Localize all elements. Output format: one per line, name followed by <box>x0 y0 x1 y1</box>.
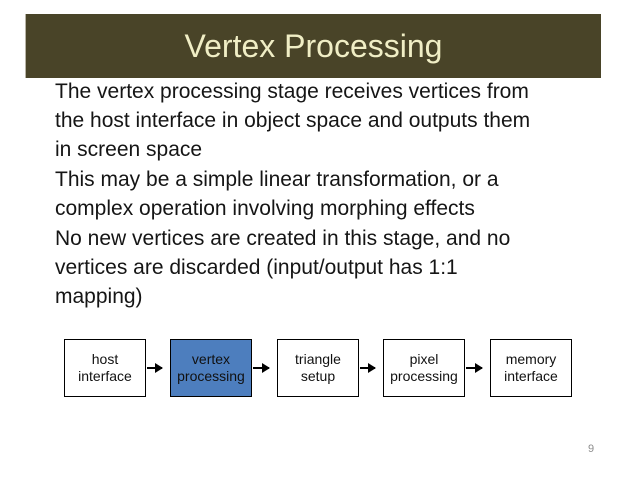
pipeline-arrow-right-icon <box>253 363 270 373</box>
paragraph-vertex-stage: The vertex processing stage receives ver… <box>55 80 531 161</box>
pipeline-box-vertex-processing: vertex processing <box>170 339 252 397</box>
pipeline-arrow-right-icon <box>466 363 483 373</box>
pipeline-arrow-right-icon <box>147 363 163 373</box>
pipeline-box-memory-interface: memory interface <box>490 339 572 397</box>
pipeline-diagram: host interface vertex processing triangl… <box>64 339 576 397</box>
pipeline-box-triangle-setup: triangle setup <box>277 339 359 397</box>
slide-title: Vertex Processing <box>184 27 443 64</box>
title-bar: Vertex Processing <box>25 14 601 78</box>
paragraph-no-new-vertices: No new vertices are created in this stag… <box>55 227 511 308</box>
page-number: 9 <box>588 443 595 455</box>
body-text: The vertex processing stage receives ver… <box>55 77 600 312</box>
paragraph-transformation: This may be a simple linear transformati… <box>55 168 499 220</box>
pipeline-box-pixel-processing: pixel processing <box>383 339 465 397</box>
pipeline-box-host-interface: host interface <box>64 339 146 397</box>
pipeline-arrow-right-icon <box>360 363 376 373</box>
